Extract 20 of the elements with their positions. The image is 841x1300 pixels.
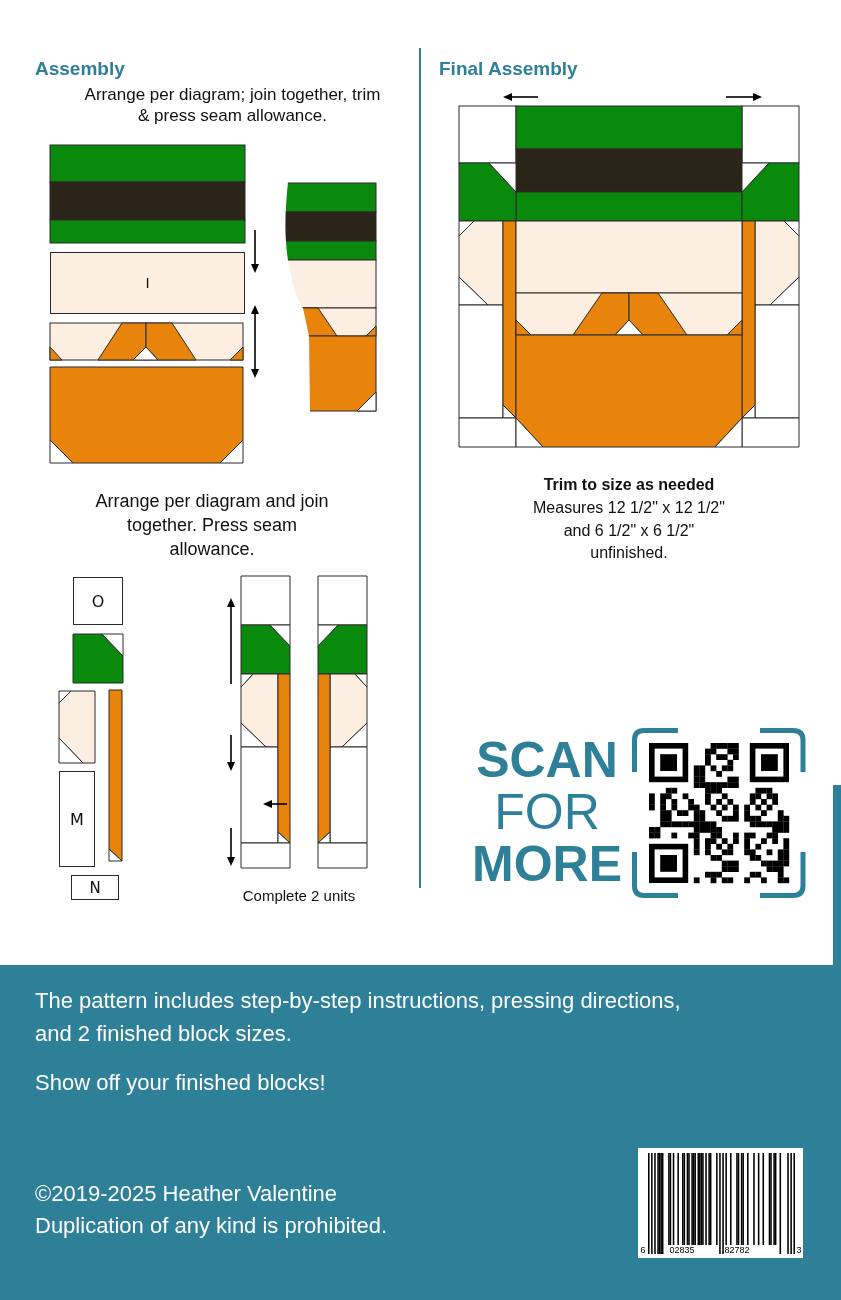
instruction-heading: Trim to size as needed xyxy=(543,475,715,494)
quilt-piece: I xyxy=(50,252,245,314)
barcode-number: 82782 xyxy=(724,1245,750,1256)
section-heading: Assembly xyxy=(35,57,125,80)
quilt-piece: O xyxy=(73,577,123,625)
description-text: Show off your finished blocks! xyxy=(35,1069,326,1097)
copyright-text: ©2019-2025 Heather Valentine xyxy=(35,1180,338,1208)
copyright-text: Duplication of any kind is prohibited. xyxy=(35,1212,388,1240)
barcode-number: 02835 xyxy=(669,1245,695,1256)
description-text: The pattern includes step-by-step instructions, pressing directions, and 2 finished block sizes. xyxy=(35,987,682,1048)
instruction-text: Arrange per diagram; join together, trim & press seam allowance. xyxy=(83,84,382,126)
instruction-text: Arrange per diagram and join together. Press seam allowance. xyxy=(94,490,330,561)
section-heading: Final Assembly xyxy=(439,57,578,80)
barcode-number: 3 xyxy=(796,1245,802,1256)
quilt-piece: N xyxy=(71,875,119,900)
scan-prompt-text: SCAN FOR MORE xyxy=(471,734,623,890)
measurement-text: Measures 12 1/2" x 12 1/2" and 6 1/2" x 6 1/2" unfinished. xyxy=(532,498,726,563)
quilt-piece: M xyxy=(59,771,95,867)
barcode-number: 6 xyxy=(640,1245,646,1256)
instruction-text: Complete 2 units xyxy=(242,887,356,905)
